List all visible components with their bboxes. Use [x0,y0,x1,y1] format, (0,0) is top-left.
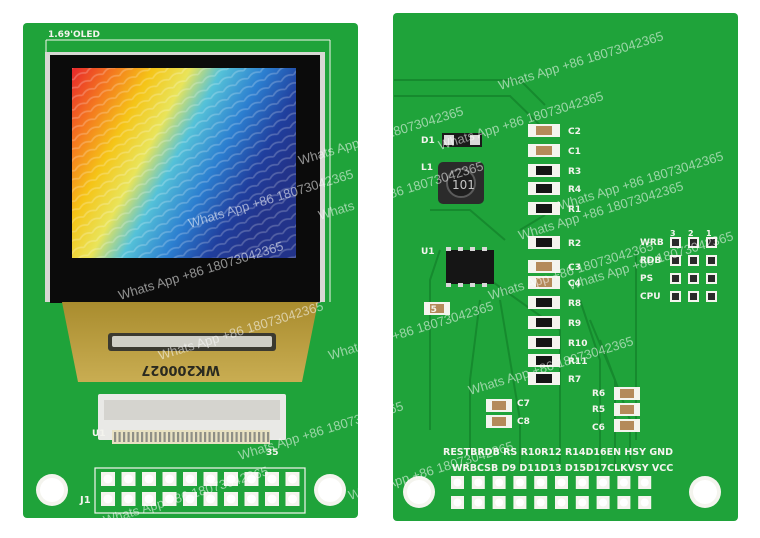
component-label: C8 [517,417,530,427]
component-label: C5 [424,305,437,315]
back-header-pins [451,476,652,509]
connector-label: U1 [92,429,106,439]
jumper-number: 2 [688,229,694,238]
front-board: 1.69'OLED WK200027 U1 35 J1 [23,23,358,518]
inductor-marking: 101 [452,178,475,192]
pin-row-top-labels: RESTBRDB RS R10R12 R14D16EN HSY GND [443,447,673,458]
jumper-label: RDB [640,256,661,266]
flex-code-label: WK200027 [141,362,220,377]
component-label: C1 [568,147,581,157]
component-label: C6 [592,423,605,433]
component-label: R1 [568,205,581,215]
component-label: R10 [568,339,587,349]
component-label: C4 [568,279,581,289]
component-label: D1 [421,136,435,146]
component-label: L1 [421,163,433,173]
jumper-number: 1 [706,229,712,238]
pin-end-label: 35 [266,448,279,458]
component-label: C7 [517,399,530,409]
header-label: J1 [79,495,91,506]
component-label: C2 [568,127,581,137]
jumper-label: CPU [640,292,661,302]
oled-display [45,52,325,303]
component-label: R7 [568,375,581,385]
header-pins [101,472,300,506]
component-label: R8 [568,299,581,309]
jumper-number: 3 [670,229,676,238]
component-label: U1 [421,247,435,257]
component-label: R6 [592,389,605,399]
component-label: R3 [568,167,581,177]
power-components: 101 [438,133,494,287]
jumper-label: WRB [640,238,664,248]
component-label: R11 [568,357,587,367]
pin-row-bottom-labels: WRBCSB D9 D11D13 D15D17CLKVSY VCC [452,463,673,474]
component-label: R4 [568,185,581,195]
flex-cable: WK200027 [62,302,318,382]
fpc-connector [98,394,286,444]
component-label: R5 [592,405,605,415]
component-label: C3 [568,263,581,273]
jumper-label: PS [640,274,653,284]
component-label: R2 [568,239,581,249]
oled-model-label: 1.69'OLED [48,30,100,40]
component-label: R9 [568,319,581,329]
